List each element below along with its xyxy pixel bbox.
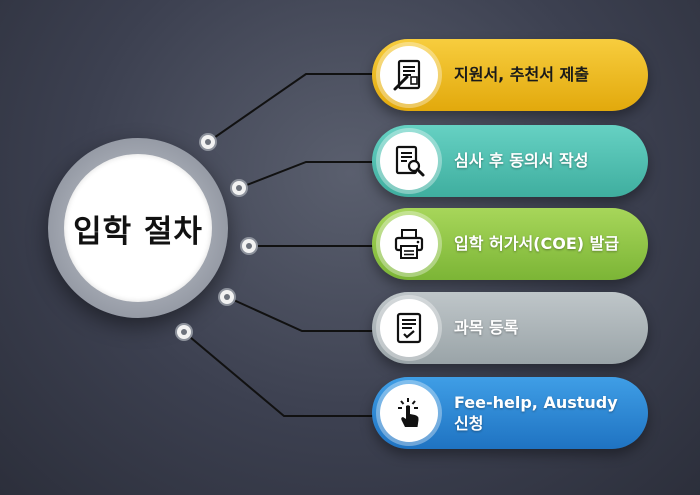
step-label: 입학 허가서(COE) 발급	[454, 234, 620, 253]
step-course-registration: 과목 등록	[372, 292, 648, 364]
connector-dot-4	[220, 290, 234, 304]
step-application-submission: 지원서, 추천서 제출	[372, 39, 648, 111]
step-label: 심사 후 동의서 작성	[454, 151, 589, 170]
step-review-consent: 심사 후 동의서 작성	[372, 125, 648, 197]
document-search-icon	[380, 132, 438, 190]
application-form-icon	[380, 46, 438, 104]
step-fee-help-application: Fee-help, Austudy 신청	[372, 377, 648, 449]
step-label: Fee-help, Austudy 신청	[454, 392, 618, 434]
checklist-icon	[380, 299, 438, 357]
connector-step-5	[183, 331, 374, 417]
connector-dot-2	[232, 181, 246, 195]
connector-dot-1	[201, 135, 215, 149]
step-coe-issuance: 입학 허가서(COE) 발급	[372, 208, 648, 280]
step-label: 지원서, 추천서 제출	[454, 65, 589, 84]
connector-step-4	[226, 296, 374, 332]
click-hand-icon	[380, 384, 438, 442]
connector-dot-5	[177, 325, 191, 339]
printer-icon	[380, 215, 438, 273]
connector-step-1	[207, 73, 374, 143]
connector-dot-3	[242, 239, 256, 253]
hub-title: 입학 절차	[73, 213, 203, 250]
connector-step-2	[238, 161, 374, 189]
step-label-line-2: 신청	[454, 414, 484, 433]
step-label-line-1: Fee-help, Austudy	[454, 393, 618, 412]
step-label: 과목 등록	[454, 318, 519, 337]
hub-circle: 입학 절차	[64, 154, 212, 302]
